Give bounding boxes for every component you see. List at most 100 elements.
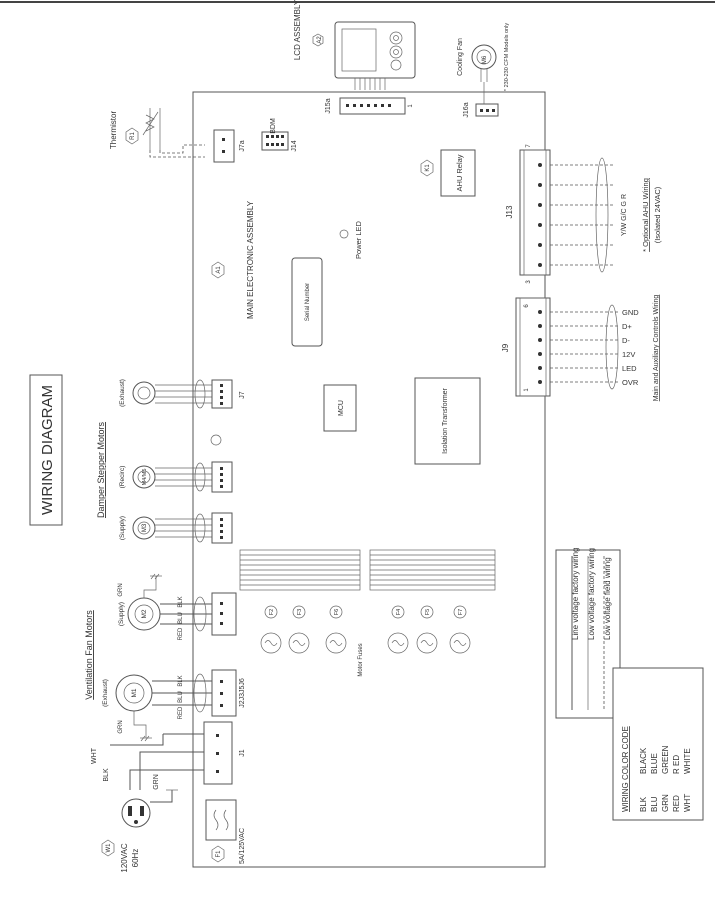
svg-text:F6: F6 xyxy=(334,609,340,615)
connector-j9 xyxy=(515,297,551,397)
j14-bdm-label: BDM xyxy=(270,118,277,134)
svg-text:GRN: GRN xyxy=(153,774,160,790)
j13-caption-line1: * Optional AHU Wiring xyxy=(641,178,650,252)
ahu-relay xyxy=(440,149,476,197)
color-code-blk-name: BLACK xyxy=(639,747,648,774)
connector-j15a xyxy=(339,97,406,115)
cooling-fan-note: * 230-230 CFM Models only xyxy=(504,23,510,91)
svg-text:BLU: BLU xyxy=(178,612,184,624)
mcu-label: MCU xyxy=(338,400,345,416)
svg-text:F2: F2 xyxy=(269,609,275,615)
svg-text:3: 3 xyxy=(526,280,532,284)
color-code-blk: BLK xyxy=(639,796,648,812)
svg-text:WHT: WHT xyxy=(91,747,98,764)
board-test-point xyxy=(210,434,222,446)
motor-fuse-f4: F4 xyxy=(387,605,409,654)
j9-signal-ovr: OVR xyxy=(622,378,639,387)
svg-text:GRN: GRN xyxy=(118,583,124,596)
color-code-red: RED xyxy=(672,795,681,812)
svg-text:M1: M1 xyxy=(131,688,138,697)
connector-j13 xyxy=(519,149,551,276)
main-board-label: MAIN ELECTRONIC ASSEMBLY xyxy=(246,200,255,319)
lcd-assembly xyxy=(334,21,416,90)
cooling-fan xyxy=(471,44,497,82)
damper-motor-recirc xyxy=(132,465,156,489)
motor-fuses-label: Motor Fuses xyxy=(358,643,364,676)
power-frequency: 60Hz xyxy=(131,849,140,868)
thermistor xyxy=(142,108,161,150)
color-code-grn-name: GREEN xyxy=(661,745,670,774)
connector-supply-fan xyxy=(211,592,237,636)
thermistor-id-badge xyxy=(125,127,139,145)
svg-text:GRN: GRN xyxy=(118,720,124,733)
j13-label: J13 xyxy=(505,205,514,218)
lcd-label: LCD ASSEMBLY xyxy=(293,0,302,60)
svg-text:K1: K1 xyxy=(425,164,431,172)
j1-label: J1 xyxy=(239,749,246,757)
color-code-title: WIRING COLOR CODE xyxy=(621,726,630,812)
cooling-fan-label: Cooling Fan xyxy=(457,38,464,76)
svg-text:7: 7 xyxy=(526,144,532,148)
j16a-label: J16a xyxy=(463,102,470,117)
color-code-wht-name: WHITE xyxy=(683,748,692,774)
j9-label: J9 xyxy=(501,343,510,352)
damper-motor-supply xyxy=(132,516,156,540)
motor-fuse-f2: F2 xyxy=(260,605,282,654)
svg-text:F1: F1 xyxy=(216,850,222,858)
svg-text:6: 6 xyxy=(524,304,530,308)
svg-text:M2: M2 xyxy=(141,609,148,618)
isolation-transformer-label: Isolation Transformer xyxy=(442,387,449,453)
main-board-outline xyxy=(192,91,546,868)
j13-caption-line2: (Isolated 24VAC) xyxy=(653,186,662,243)
legend-line-voltage-factory: Line voltage factory wiring xyxy=(571,548,580,641)
j13-signal-labels: Y/W G/C G R xyxy=(621,194,628,236)
lcd-id-badge xyxy=(312,33,324,47)
connector-recirc xyxy=(211,461,233,493)
motor-fuse-f5: F5 xyxy=(416,605,438,654)
ahu-relay-id-badge xyxy=(420,159,434,177)
vent-supply-label: (Supply) xyxy=(118,602,125,626)
motor-fuse-f3: F3 xyxy=(288,605,310,654)
main-board-id-badge xyxy=(211,261,225,279)
j15a-pins xyxy=(346,104,391,107)
isolation-transformer xyxy=(414,377,481,465)
color-code-blu-name: BLUE xyxy=(650,753,659,774)
title-box xyxy=(29,374,63,526)
power-led-label: Power LED xyxy=(354,220,363,259)
svg-text:F7: F7 xyxy=(458,609,464,615)
svg-text:1: 1 xyxy=(524,388,530,392)
j9-signal-led: LED xyxy=(622,364,637,373)
connector-exhaust-fan xyxy=(211,669,237,717)
svg-text:M3: M3 xyxy=(142,523,148,532)
j9-caption: Main and Auxiliary Controls Wiring xyxy=(653,295,660,402)
heatsink-lower xyxy=(369,549,496,591)
svg-text:BLK: BLK xyxy=(178,596,184,607)
serial-number-label: Serial Number xyxy=(305,283,311,321)
mcu-chip xyxy=(323,384,357,432)
j7a-label: J7a xyxy=(239,140,246,151)
j9-signal-12v: 12V xyxy=(622,350,635,359)
power-input-id-badge xyxy=(101,839,115,857)
motor-fuse-f6: F6 xyxy=(325,605,347,654)
j7-label: J7 xyxy=(239,391,246,399)
svg-text:M6: M6 xyxy=(482,55,488,64)
svg-text:A1: A1 xyxy=(216,266,222,274)
legend-low-voltage-field: Low voltage field wiring xyxy=(603,557,612,640)
damper-supply-label: (Supply) xyxy=(119,516,126,540)
diagram-title: WIRING DIAGRAM xyxy=(39,385,56,515)
color-code-red-name: R ED xyxy=(672,755,681,774)
damper-motor-exhaust xyxy=(132,381,156,405)
svg-text:F5: F5 xyxy=(425,609,431,615)
vent-fan-motors-title: Ventilation Fan Motors xyxy=(84,610,94,700)
svg-text:M4/M5: M4/M5 xyxy=(142,469,148,486)
svg-text:1: 1 xyxy=(408,104,414,108)
main-fuse-rating: 5A/125VAC xyxy=(239,828,246,864)
svg-text:RED: RED xyxy=(178,706,184,719)
power-voltage: 120VAC xyxy=(120,843,129,872)
legend-low-voltage-factory: Low voltage factory wiring xyxy=(587,548,596,640)
main-fuse xyxy=(205,799,237,841)
connector-j7a xyxy=(213,129,235,163)
svg-text:BLK: BLK xyxy=(178,675,184,686)
